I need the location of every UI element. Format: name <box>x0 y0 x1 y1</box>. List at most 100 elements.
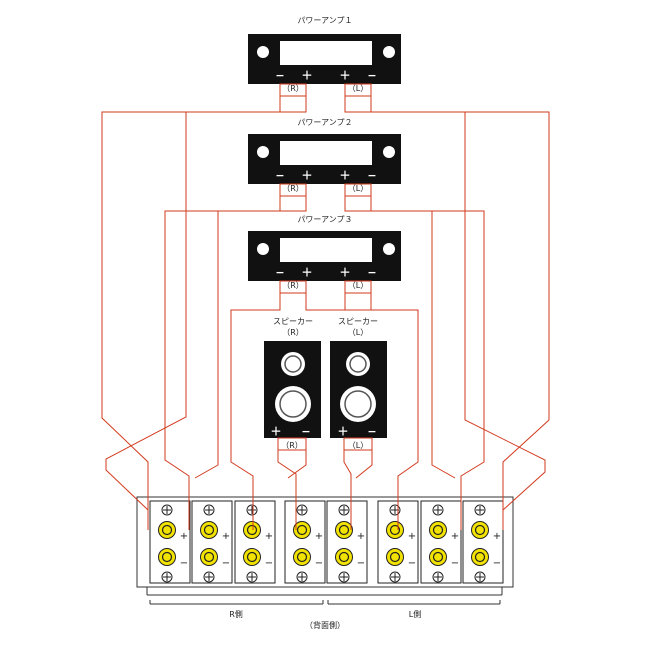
terminal-panel-4-plate <box>284 500 326 584</box>
panel-7-jack-plus <box>429 521 447 539</box>
wires <box>101 83 550 530</box>
amp-1-r-plus: ＋ <box>302 69 313 82</box>
panel-6-jack-minus <box>386 548 404 566</box>
speaker-l-minus: − <box>367 425 376 438</box>
amp-1-r-channel: （R） <box>282 84 304 93</box>
panel-4-jack-minus-ring <box>296 551 308 563</box>
amp-3-knob-right <box>383 243 395 255</box>
panel-5-screw-top <box>338 504 350 516</box>
panel-2-screw-bottom <box>203 571 215 583</box>
panel-6-jack-minus-body <box>386 548 404 566</box>
panel-2-jack-minus <box>200 548 218 566</box>
panel-7-jack-plus-body <box>429 521 447 539</box>
amp-1-l-tag-box <box>344 83 372 97</box>
amp-3-l-plus: ＋ <box>340 266 351 279</box>
wire-amp3-r-plus <box>305 293 350 311</box>
panel-4-jack-minus <box>293 548 311 566</box>
wire-amp2-r-minus <box>164 196 281 530</box>
wire-amp3-l-plus <box>344 293 419 530</box>
terminal-panel-3-plate <box>234 500 276 584</box>
panel-3-plus-label: + <box>265 531 273 542</box>
panel-4-jack-minus-body <box>293 548 311 566</box>
panel-4-minus-label: − <box>315 558 323 569</box>
amp-2-l-tag-box <box>344 183 372 197</box>
amp-2-r-plus: ＋ <box>302 169 313 182</box>
panel-5-jack-minus-body <box>335 548 353 566</box>
terminal-panel-5-plate <box>326 500 368 584</box>
amp-2-l-minus: − <box>367 169 376 182</box>
amp-3-title: パワーアンプ３ <box>297 215 352 224</box>
terminal-panel-1-plate <box>149 500 191 584</box>
amp-3-l-channel: （L） <box>348 281 368 290</box>
wire-speaker-r-minus <box>287 450 307 479</box>
panel-4-plus-label: + <box>315 531 323 542</box>
amp-2-display <box>280 141 372 165</box>
amp-1-l-minus: − <box>367 69 376 82</box>
terminal-panel-4: +− <box>284 500 326 584</box>
amp-3-r-minus: − <box>275 266 284 279</box>
speaker-l-woofer-ring <box>344 390 372 418</box>
amp-3-r-plus: ＋ <box>302 266 313 279</box>
panel-1-screw-bottom <box>161 571 173 583</box>
speaker-r-minus: − <box>301 425 310 438</box>
power-amp-1: パワーアンプ１ − ＋ ＋ − （R） （L） <box>248 16 401 93</box>
terminal-panel-8-plate <box>462 500 504 584</box>
panel-3-screw-bottom <box>246 571 258 583</box>
panel-4-screw-bottom <box>296 571 308 583</box>
panel-8-jack-minus <box>471 548 489 566</box>
panel-8-screw-top <box>474 504 486 516</box>
amp-3-l-tag-box <box>344 280 372 294</box>
amp-1-r-minus: − <box>275 69 284 82</box>
panel-6-screw-bottom <box>389 571 401 583</box>
amp-2-knob-left <box>257 146 269 158</box>
panel-1-plus-label: + <box>180 531 188 542</box>
panel-8-jack-minus-body <box>471 548 489 566</box>
wire-speaker-l-minus <box>355 450 373 479</box>
power-amp-2: パワーアンプ２ − ＋ ＋ − （R） （L） <box>248 118 401 193</box>
panel-6-jack-plus-body <box>386 521 404 539</box>
terminal-panel-2: +− <box>191 500 233 584</box>
panel-1-jack-plus <box>158 521 176 539</box>
panel-1-jack-minus-body <box>158 548 176 566</box>
speaker-l-tweeter-ring <box>349 355 367 373</box>
speaker-r-tweeter-ring <box>284 355 302 373</box>
speaker-r-tag: （R） <box>281 441 303 450</box>
panel-8-screw-bottom <box>474 571 486 583</box>
panel-6-jack-minus-ring <box>389 551 401 563</box>
panel-6-plus-label: + <box>408 531 416 542</box>
terminal-panel-1: +− <box>149 500 191 584</box>
panel-2-jack-minus-body <box>200 548 218 566</box>
terminal-panel-3: +− <box>234 500 276 584</box>
panel-2-jack-plus-body <box>200 521 218 539</box>
terminal-panels: +−+−+−+−+−+−+−+− <box>149 500 504 584</box>
panel-5-jack-minus-ring <box>338 551 350 563</box>
panel-7-screw-top <box>432 504 444 516</box>
speaker-l-tag-box <box>343 437 373 451</box>
panel-7-jack-minus-body <box>429 548 447 566</box>
terminal-panel-8: +− <box>462 500 504 584</box>
panel-3-minus-label: − <box>265 558 273 569</box>
wire-amp1-r-plus <box>105 96 307 530</box>
power-amp-3: パワーアンプ３ − ＋ ＋ − （R） （L） <box>248 215 401 290</box>
speaker-l-tag: （L） <box>348 441 368 450</box>
panel-7-plus-label: + <box>451 531 459 542</box>
panel-1-jack-plus-ring <box>161 524 173 536</box>
panel-7-minus-label: − <box>451 558 459 569</box>
wire-speaker-l-plus <box>343 450 352 530</box>
panel-3-jack-minus-body <box>243 548 261 566</box>
l-side-label: L側 <box>409 609 421 619</box>
panel-3-jack-minus-ring <box>246 551 258 563</box>
panel-1-jack-minus-ring <box>161 551 173 563</box>
speaker-r-channel: （R） <box>282 328 304 337</box>
amp-1-r-tag-box <box>279 83 307 97</box>
amp-2-l-plus: ＋ <box>340 169 351 182</box>
panel-1-minus-label: − <box>180 558 188 569</box>
panel-8-jack-plus <box>471 521 489 539</box>
panel-8-plus-label: + <box>493 531 501 542</box>
panel-4-jack-plus <box>293 521 311 539</box>
panel-7-jack-plus-ring <box>432 524 444 536</box>
panel-4-jack-plus-ring <box>296 524 308 536</box>
panel-3-jack-plus-body <box>243 521 261 539</box>
amp-1-title: パワーアンプ１ <box>297 16 352 25</box>
panel-1-jack-minus <box>158 548 176 566</box>
